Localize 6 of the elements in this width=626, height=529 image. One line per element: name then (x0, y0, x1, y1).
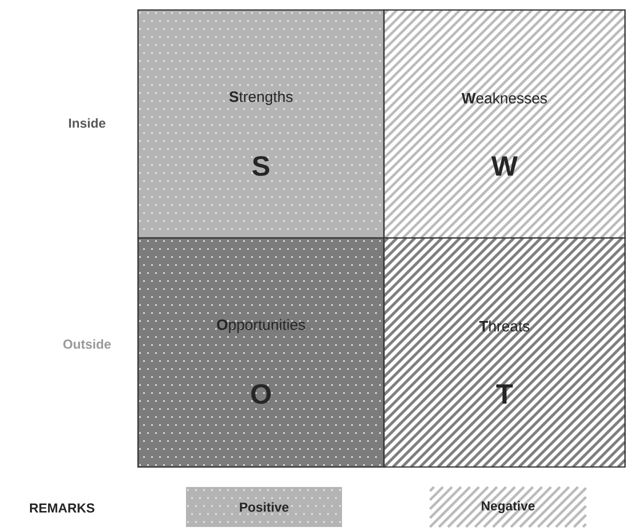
opportunities-quadrant: Opportunities O (137, 237, 385, 468)
inside-label: Inside (69, 118, 106, 128)
remarks-label: REMARKS (30, 503, 94, 513)
weaknesses-quadrant: Weaknesses W (382, 8, 626, 240)
outside-label: Outside (63, 339, 111, 349)
strengths-quadrant: Strengths S (137, 9, 385, 239)
